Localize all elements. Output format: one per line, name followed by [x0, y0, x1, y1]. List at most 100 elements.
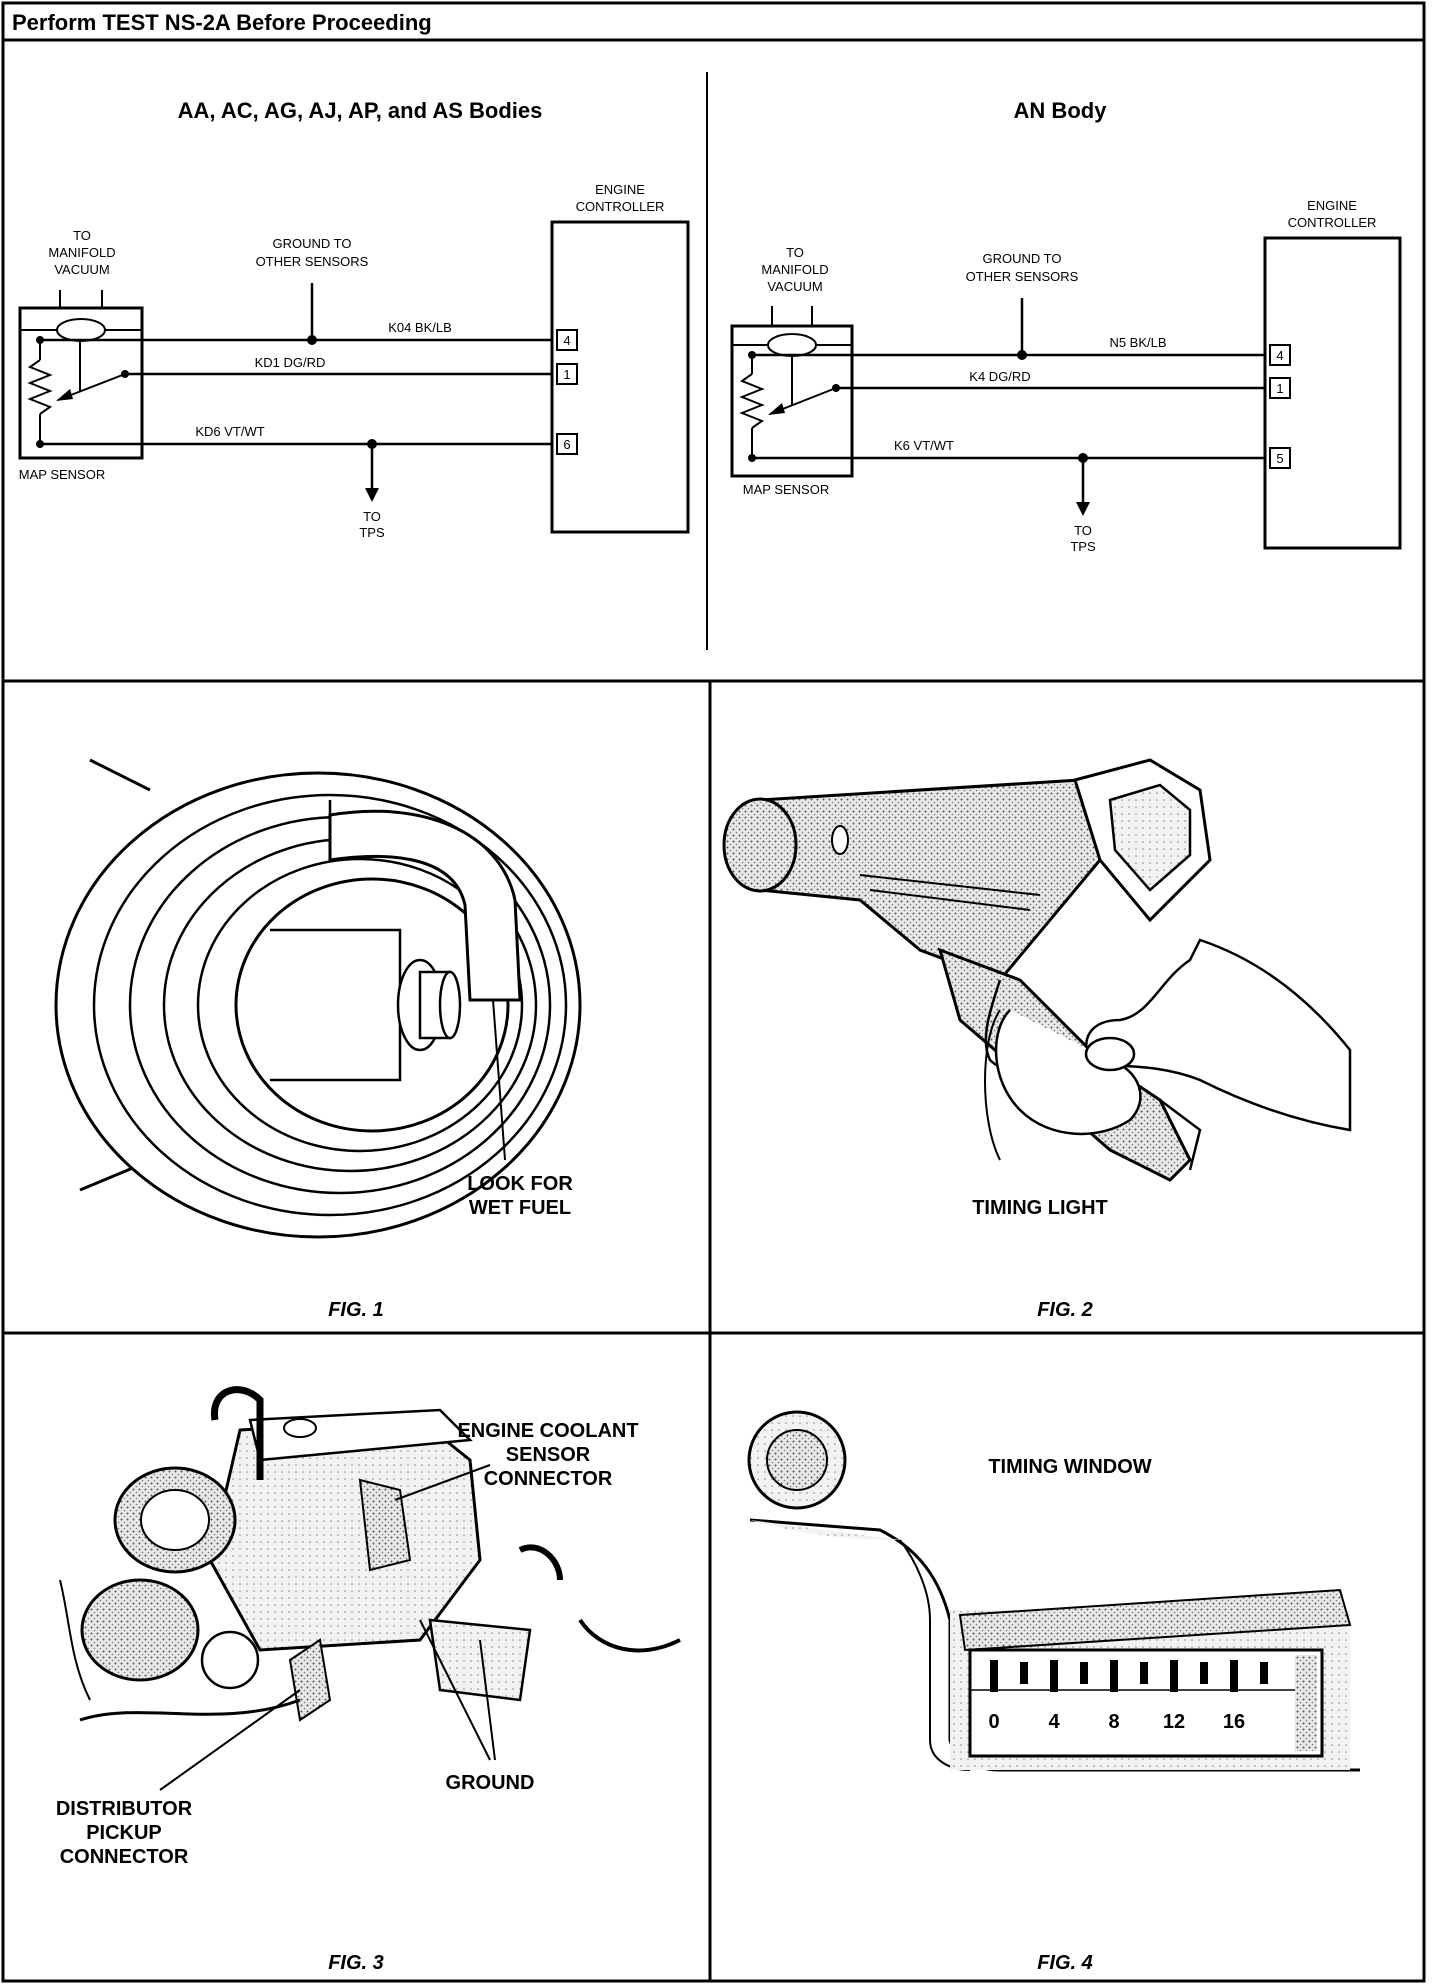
fig3-distributor-leader: [159, 1689, 301, 1791]
tps-label-line1: TO: [363, 509, 381, 524]
pin-box-1: [556, 363, 578, 385]
r-diaphragm-icon: [767, 333, 817, 357]
fig4-cover-lip: [958, 1588, 1352, 1652]
fig3-pulley-icon: [200, 1630, 260, 1690]
pin-box-6: [556, 433, 578, 455]
fig3-coolant-sensor-connector: [358, 1478, 412, 1572]
map-sensor-box: [18, 306, 144, 460]
fig1-ring-1: [92, 793, 568, 1217]
fig3-edge-detail: [59, 1579, 91, 1701]
resistor-zigzag-icon: [27, 359, 53, 415]
fig2-screw-icon: [831, 825, 849, 855]
fig3-distributor-line1: DISTRIBUTOR: [56, 1798, 193, 1820]
fig2-vent-2: [869, 889, 1031, 911]
r-wiper-arrowhead-icon: [768, 403, 785, 415]
pin-label-6: 6: [563, 437, 570, 452]
controller-label-line1: ENGINE: [595, 182, 645, 197]
fig3-alternator-icon: [80, 1578, 200, 1682]
fig1-injector-tip: [438, 970, 462, 1040]
fig3-coolant-line1: ENGINE COOLANT: [457, 1420, 638, 1442]
fig3-coolant-leader: [394, 1464, 491, 1501]
fig3-distributor-line2: PICKUP: [86, 1822, 162, 1844]
fig2-callout: TIMING LIGHT: [972, 1197, 1108, 1219]
r-tps-splice: [1078, 453, 1088, 463]
fig1-ring-4: [196, 857, 524, 1153]
ground-label-line1: GROUND TO: [273, 236, 352, 251]
r-resistor-zigzag-icon: [739, 373, 765, 429]
fig1-callout-leader: [492, 999, 506, 1161]
fig4-housing-inner-edge: [899, 1539, 971, 1771]
r-pin-label-1: 1: [1276, 381, 1283, 396]
engine-controller-box: [550, 220, 690, 534]
r-ground-label-line2: OTHER SENSORS: [966, 269, 1079, 284]
ground-splice: [307, 335, 317, 345]
fig2-illustration: TIMING LIGHT FIG. 2: [722, 758, 1352, 1321]
r-pin-label-4: 4: [1276, 348, 1283, 363]
fig1-mount-line-bottom: [79, 1163, 141, 1192]
pin-label-1: 1: [563, 367, 570, 382]
fig3-distributor-cap: [140, 1489, 210, 1551]
fig3-harness-left: [79, 1698, 301, 1722]
fig1-illustration: LOOK FOR WET FUEL FIG. 1: [54, 758, 582, 1321]
r-wire-label-n5: N5 BK/LB: [1109, 335, 1166, 350]
pin-box-4: [556, 329, 578, 351]
fig1-mount-line-top: [89, 758, 151, 792]
fig3-caption: FIG. 3: [328, 1952, 384, 1974]
fig4-housing-shade: [750, 1520, 900, 1540]
r-ground-splice: [1017, 350, 1027, 360]
fig2-light-body: [758, 778, 1102, 982]
schematic-right: AN Body TO MANIFOLD VACUUM GROUND TO OTH…: [730, 98, 1402, 554]
fig3-ground-leader-1: [419, 1619, 491, 1761]
fig3-ground-label: GROUND: [446, 1772, 535, 1794]
fig4-window-shadow: [1295, 1655, 1317, 1751]
fig2-light-rear-cap: [722, 797, 798, 893]
fig1-callout-line2: WET FUEL: [469, 1197, 571, 1219]
tps-splice: [367, 439, 377, 449]
r-map-sensor-box: [730, 324, 854, 478]
header-title: Perform TEST NS-2A Before Proceeding: [12, 10, 432, 35]
schematic-left: AA, AC, AG, AJ, AP, and AS Bodies TO MAN…: [18, 98, 690, 540]
fig4-scale-8: 8: [1108, 1711, 1119, 1733]
fig4-scale-16: 16: [1223, 1711, 1245, 1733]
fig4-scale-12: 12: [1163, 1711, 1185, 1733]
manifold-label-line1: TO: [73, 228, 91, 243]
r-wire-label-k6: K6 VT/WT: [894, 438, 954, 453]
r-tps-arrow-icon: [1076, 502, 1090, 516]
r-manifold-label-line1: TO: [786, 245, 804, 260]
fig3-oil-cap-icon: [283, 1418, 317, 1438]
fig4-scale-0: 0: [988, 1711, 999, 1733]
fig4-illustration: 0 4 8 12 16 TIMING WINDOW FIG. 4: [747, 1410, 1360, 1974]
manifold-label-line2: MANIFOLD: [48, 245, 115, 260]
r-map-sensor-label: MAP SENSOR: [743, 482, 829, 497]
fig3-distributor-line3: CONNECTOR: [60, 1846, 189, 1868]
fig3-coolant-line3: CONNECTOR: [484, 1468, 613, 1490]
fig4-caption: FIG. 4: [1037, 1952, 1093, 1974]
fig1-caption: FIG. 1: [328, 1299, 384, 1321]
ground-label-line2: OTHER SENSORS: [256, 254, 369, 269]
fig3-distributor-pickup-connector: [288, 1638, 332, 1722]
fig4-scale-4: 4: [1048, 1711, 1060, 1733]
schematic-right-title: AN Body: [1014, 98, 1108, 123]
r-pin-box-1: [1269, 377, 1291, 399]
fig2-vent-1: [859, 874, 1041, 896]
wiper-arrowhead-icon: [56, 389, 73, 401]
fig3-engine-block: [208, 1418, 482, 1652]
wire-label-kd1: KD1 DG/RD: [255, 355, 326, 370]
fig2-finger-edge: [984, 1009, 1001, 1161]
pin-label-4: 4: [563, 333, 570, 348]
fig1-fuel-hose: [328, 809, 522, 1002]
r-wire-label-k4: K4 DG/RD: [969, 369, 1030, 384]
r-pin-box-4: [1269, 344, 1291, 366]
r-controller-label-line1: ENGINE: [1307, 198, 1357, 213]
diaphragm-icon: [56, 318, 106, 342]
fig2-caption: FIG. 2: [1037, 1299, 1093, 1321]
r-controller-label-line2: CONTROLLER: [1288, 215, 1377, 230]
tps-label-line2: TPS: [359, 525, 385, 540]
fig2-light-lens-icon: [1108, 783, 1192, 892]
schematic-left-title: AA, AC, AG, AJ, AP, and AS Bodies: [178, 98, 543, 123]
fig3-ground-bracket: [428, 1618, 532, 1702]
fig3-hose-right: [518, 1544, 563, 1581]
r-pin-box-5: [1269, 447, 1291, 469]
